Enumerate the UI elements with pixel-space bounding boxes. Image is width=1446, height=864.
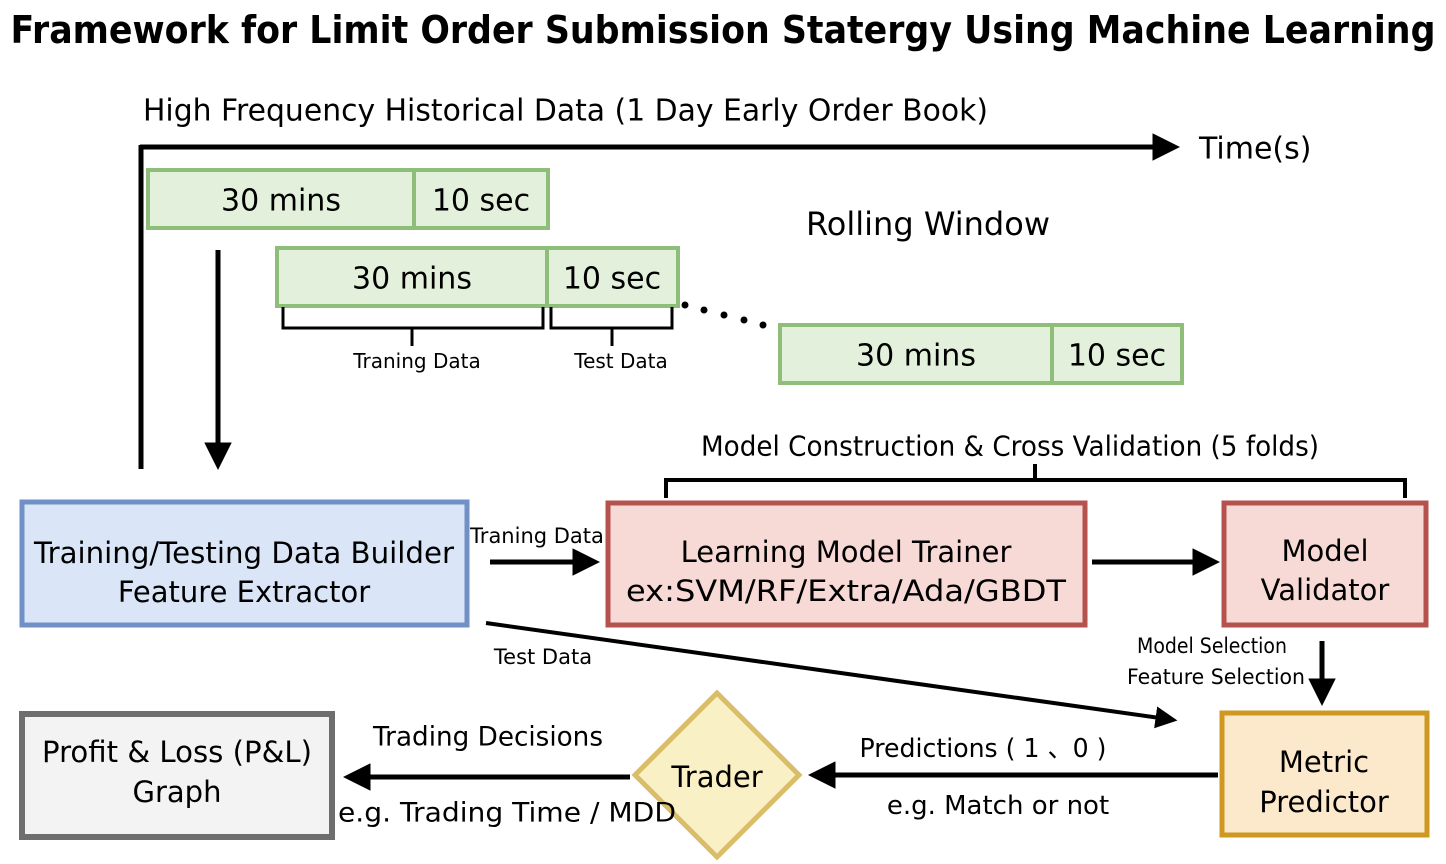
- predictions-label: Predictions ( 1 、0 ): [860, 734, 1107, 764]
- test-window-box: [412, 168, 550, 230]
- diagram-title: Framework for Limit Order Submission Sta…: [11, 8, 1436, 52]
- node-model-validator: Model Validator: [1221, 500, 1429, 628]
- rolling-window-1: 30 mins 10 sec: [146, 168, 550, 230]
- trading-time-label: e.g. Trading Time / MDD: [338, 798, 676, 829]
- model-trainer-line1: Learning Model Trainer: [681, 535, 1012, 569]
- edge-predictions: Predictions ( 1 、0 ) e.g. Match or not: [808, 734, 1218, 821]
- train-window-label: 30 mins: [856, 339, 976, 374]
- data-builder-line1: Training/Testing Data Builder: [33, 536, 454, 570]
- train-window-box: [778, 323, 1054, 385]
- trader-label: Trader: [670, 760, 762, 794]
- node-trader: Trader: [631, 689, 803, 861]
- rolling-window-3: 30 mins 10 sec: [778, 323, 1184, 385]
- timeline-label: High Frequency Historical Data (1 Day Ea…: [143, 94, 988, 129]
- node-pnl-graph: Profit & Loss (P&L) Graph: [19, 711, 335, 840]
- model-validator-line1: Model: [1281, 534, 1368, 568]
- test-window-box: [1050, 323, 1184, 385]
- data-builder-box: [19, 499, 470, 628]
- edge-test-data: Test Data: [485, 621, 1178, 729]
- dot: [681, 301, 689, 309]
- model-validator-line2: Validator: [1261, 573, 1390, 607]
- dot: [759, 321, 767, 329]
- model-validator-box: [1221, 500, 1429, 628]
- metric-predictor-box: [1219, 710, 1430, 838]
- node-model-trainer: Learning Model Trainer ex:SVM/RF/Extra/A…: [605, 500, 1088, 628]
- edge-selection: Model Selection Feature Selection: [1127, 634, 1336, 706]
- data-builder-line2: Feature Extractor: [118, 575, 370, 609]
- metric-predictor-line2: Predictor: [1259, 785, 1389, 819]
- train-window-box: [275, 246, 549, 308]
- model-selection-label: Model Selection: [1137, 634, 1287, 658]
- test-window-box: [545, 246, 680, 308]
- dot: [740, 316, 748, 324]
- timeline: High Frequency Historical Data (1 Day Ea…: [138, 94, 1311, 470]
- node-data-builder: Training/Testing Data Builder Feature Ex…: [19, 499, 470, 628]
- time-axis-label: Time(s): [1198, 132, 1311, 167]
- dot: [700, 306, 708, 314]
- model-trainer-line2: ex:SVM/RF/Extra/Ada/GBDT: [626, 574, 1066, 608]
- feature-selection-label: Feature Selection: [1127, 665, 1305, 689]
- test-data-brace-label: Test Data: [573, 349, 668, 373]
- edge-trading-decisions: Trading Decisions e.g. Trading Time / MD…: [338, 722, 676, 829]
- model-construction-bracket: [664, 464, 1407, 498]
- match-label: e.g. Match or not: [887, 791, 1109, 821]
- pnl-box: [19, 711, 335, 840]
- test-window-label: 10 sec: [1068, 339, 1166, 374]
- train-window-label: 30 mins: [221, 184, 341, 219]
- train-window-box: [146, 168, 416, 230]
- training-data-brace: [281, 307, 545, 346]
- training-data-brace-label: Traning Data: [352, 349, 480, 373]
- edge-training-data: Traning Data: [469, 524, 604, 576]
- test-data-brace: [549, 307, 674, 346]
- trader-diamond: [631, 689, 803, 861]
- test-window-label: 10 sec: [432, 184, 530, 219]
- test-data-arrow: [485, 621, 1178, 729]
- dot: [720, 311, 728, 319]
- pnl-line2: Graph: [133, 775, 222, 809]
- pnl-line1: Profit & Loss (P&L): [42, 735, 312, 769]
- ellipsis-dots: [681, 301, 767, 329]
- training-data-edge-label: Traning Data: [469, 524, 604, 548]
- model-construction-label: Model Construction & Cross Validation (5…: [701, 430, 1319, 463]
- rolling-window-2: 30 mins 10 sec Traning Data Test Data: [275, 246, 680, 373]
- train-window-label: 30 mins: [352, 262, 472, 297]
- model-construction-group: Model Construction & Cross Validation (5…: [664, 430, 1407, 498]
- node-metric-predictor: Metric Predictor: [1219, 710, 1430, 838]
- rolling-window-label: Rolling Window: [806, 205, 1050, 243]
- test-data-edge-label: Test Data: [493, 645, 592, 669]
- trading-decisions-label: Trading Decisions: [372, 722, 603, 753]
- model-trainer-box: [605, 500, 1088, 628]
- test-window-label: 10 sec: [563, 262, 661, 297]
- metric-predictor-line1: Metric: [1279, 745, 1369, 779]
